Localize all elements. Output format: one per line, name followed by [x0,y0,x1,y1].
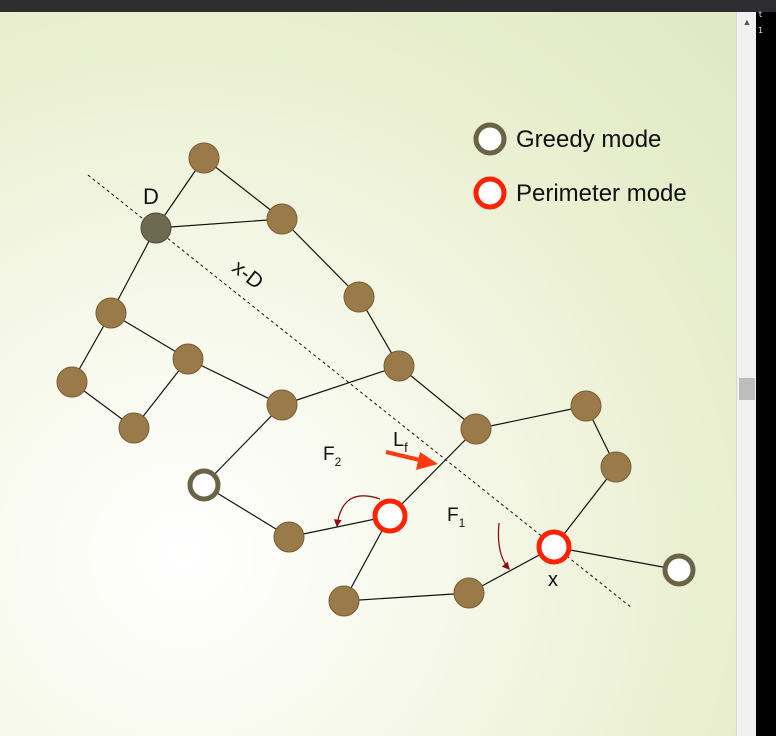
perimeter-legend-marker [473,176,507,210]
edge [389,428,477,517]
perimeter-legend-label: Perimeter mode [516,180,687,207]
vertical-scrollbar[interactable]: ▲ [736,12,757,736]
node [343,281,375,313]
node [273,521,305,553]
right-strip-char: 1 [758,26,763,35]
node [383,350,415,382]
f1-curved-arrow [497,522,510,570]
lf-label: Lf [393,429,408,455]
perimeter-node [372,498,408,534]
greedy-node [187,468,221,502]
node [453,577,485,609]
node [266,389,298,421]
right-edge-strip: t 1 [756,10,776,736]
edge [155,218,283,229]
node [600,451,632,483]
window-top-bar [0,0,776,12]
f2-curved-arrow [333,495,381,528]
node [172,343,204,375]
x-d-dashed-line [87,174,633,609]
edge [203,404,283,486]
node [95,297,127,329]
edge [281,218,360,298]
slide-canvas: D x-D Lf F2 F1 x Greedy mode Perimeter m… [0,12,736,736]
node [328,585,360,617]
greedy-legend-label: Greedy mode [516,126,661,153]
edge [187,358,283,406]
edge [553,546,680,571]
destination-label: D [143,184,159,209]
node [266,203,298,235]
scrollbar-thumb[interactable] [739,378,755,400]
scroll-up-icon[interactable]: ▲ [742,17,752,27]
node [118,412,150,444]
perimeter-node-x [536,529,572,565]
edge [475,405,587,430]
edge [343,592,470,602]
edge [203,484,290,538]
greedy-legend-marker [473,122,507,156]
legend: Greedy mode Perimeter mode [473,122,687,210]
regular-nodes [56,142,632,617]
lf-arrow [385,450,438,470]
greedy-node [662,553,696,587]
x-d-line-label: x-D [228,256,268,294]
destination-node [140,212,172,244]
edge [110,227,157,314]
node [56,366,88,398]
edge [398,365,477,430]
node [460,413,492,445]
routing-diagram: D x-D Lf F2 F1 x Greedy mode Perimeter m… [56,122,696,617]
edge [203,157,283,220]
node [570,390,602,422]
edge [281,365,400,406]
right-strip-char: t [758,10,763,19]
node [188,142,220,174]
f1-label: F1 [447,505,466,530]
x-node-label: x [548,569,558,591]
f2-label: F2 [323,444,342,469]
